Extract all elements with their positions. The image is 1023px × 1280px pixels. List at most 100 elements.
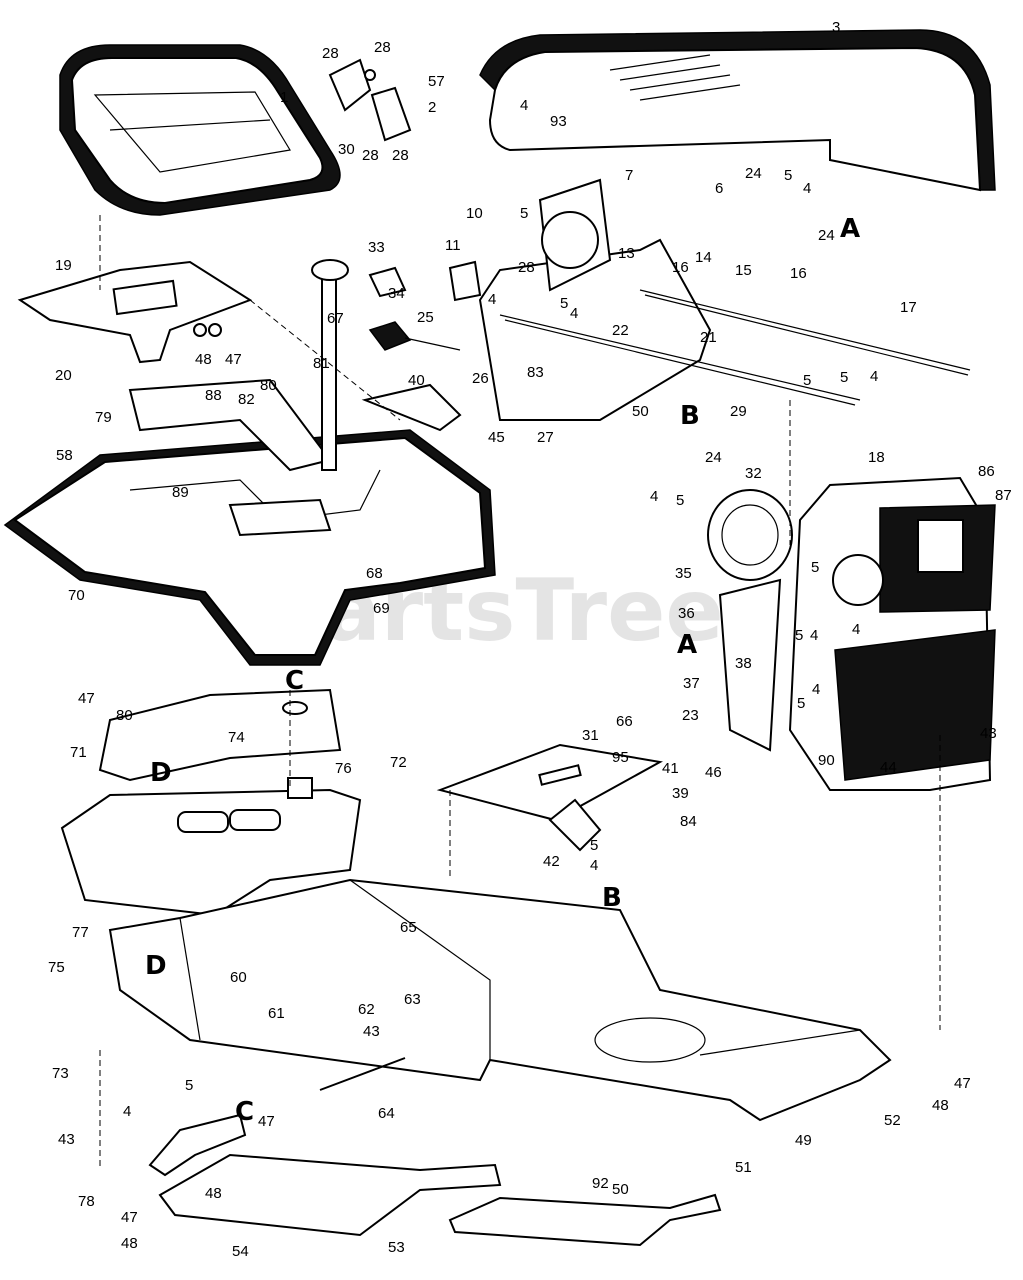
callout-64: 64	[378, 1105, 395, 1122]
callout-81: 81	[313, 355, 330, 372]
callout-16a: 16	[672, 259, 689, 276]
mount-plate-66	[436, 743, 663, 852]
callout-48c: 48	[205, 1185, 222, 1202]
callout-6: 6	[715, 180, 723, 197]
callout-10: 10	[466, 205, 483, 222]
callout-69: 69	[373, 600, 390, 617]
callout-70: 70	[68, 587, 85, 604]
callout-37: 37	[683, 675, 700, 692]
callout-86: 86	[978, 463, 995, 480]
callout-62: 62	[358, 1001, 375, 1018]
callout-39: 39	[672, 785, 689, 802]
callout-42: 42	[543, 853, 560, 870]
callout-40: 40	[408, 372, 425, 389]
callout-2: 2	[428, 99, 436, 116]
callout-31: 31	[582, 727, 599, 744]
callout-18: 18	[868, 449, 885, 466]
callout-47a: 47	[78, 690, 95, 707]
callout-47c: 47	[258, 1113, 275, 1130]
callout-5c: 5	[560, 295, 568, 312]
callout-46: 46	[705, 764, 722, 781]
callout-61: 61	[268, 1005, 285, 1022]
callout-4d: 4	[870, 368, 878, 385]
callout-4c: 4	[570, 305, 578, 322]
callout-26: 26	[472, 370, 489, 387]
callout-48a: 48	[195, 351, 212, 368]
callout-19: 19	[55, 257, 72, 274]
callout-13: 13	[618, 245, 635, 262]
callout-5j: 5	[185, 1077, 193, 1094]
callout-60: 60	[230, 969, 247, 986]
callout-43b: 43	[363, 1023, 380, 1040]
callout-44: 44	[880, 759, 897, 776]
callout-93: 93	[550, 113, 567, 130]
callout-83: 83	[527, 364, 544, 381]
callout-5k: 5	[803, 372, 811, 389]
callout-79: 79	[95, 409, 112, 426]
callout-63: 63	[404, 991, 421, 1008]
callout-75: 75	[48, 959, 65, 976]
callout-74: 74	[228, 729, 245, 746]
front-grille	[707, 476, 996, 791]
callout-71: 71	[70, 744, 87, 761]
callout-11: 11	[445, 237, 461, 254]
callout-28e: 28	[518, 259, 535, 276]
callout-3: 3	[832, 19, 840, 36]
callout-84: 84	[680, 813, 697, 830]
callout-15: 15	[735, 262, 752, 279]
callout-41: 41	[662, 760, 679, 777]
callout-5f: 5	[811, 559, 819, 576]
callout-45: 45	[488, 429, 505, 446]
callout-57: 57	[428, 73, 445, 90]
callout-4g: 4	[810, 627, 818, 644]
callout-89: 89	[172, 484, 189, 501]
callout-68: 68	[366, 565, 383, 582]
callout-53: 53	[388, 1239, 405, 1256]
callout-48b: 48	[932, 1097, 949, 1114]
fuel-tank	[60, 777, 362, 917]
bracket-74	[98, 688, 342, 782]
callout-50a: 50	[632, 403, 649, 420]
callout-48d: 48	[121, 1235, 138, 1252]
callout-4a: 4	[520, 97, 528, 114]
callout-47d: 47	[121, 1209, 138, 1226]
section-letter-c2: C	[235, 1097, 254, 1127]
seat-plate	[17, 260, 253, 364]
callout-4h: 4	[812, 681, 820, 698]
section-letter-a2: A	[677, 630, 697, 660]
callout-5e: 5	[676, 492, 684, 509]
callout-38: 38	[735, 655, 752, 672]
callout-82: 82	[238, 391, 255, 408]
hood	[479, 29, 996, 192]
callout-49: 49	[795, 1132, 812, 1149]
ignition-parts	[368, 260, 482, 351]
callout-28b: 28	[374, 39, 391, 56]
main-frame	[108, 878, 892, 1122]
callout-5b: 5	[784, 167, 792, 184]
callout-5a: 5	[520, 205, 528, 222]
callout-87: 87	[995, 487, 1012, 504]
callout-14: 14	[695, 249, 712, 266]
callout-33: 33	[368, 239, 385, 256]
callout-67: 67	[327, 310, 344, 327]
callout-65: 65	[400, 919, 417, 936]
section-letter-d1: D	[150, 758, 172, 788]
footrest-left	[158, 1153, 502, 1237]
seat-switch-bracket	[328, 58, 412, 142]
callout-23: 23	[682, 707, 699, 724]
callout-5i: 5	[590, 837, 598, 854]
callout-90: 90	[818, 752, 835, 769]
rod-64	[319, 1057, 406, 1091]
callout-24b: 24	[818, 227, 835, 244]
callout-16b: 16	[790, 265, 807, 282]
callout-52: 52	[884, 1112, 901, 1129]
callout-58: 58	[56, 447, 73, 464]
lever-40	[361, 383, 462, 432]
section-letter-b2: B	[602, 883, 622, 913]
callout-77: 77	[72, 924, 89, 941]
callout-21: 21	[700, 329, 717, 346]
callout-50b: 50	[612, 1181, 629, 1198]
callout-32: 32	[745, 465, 762, 482]
callout-28a: 28	[322, 45, 339, 62]
callout-4k: 4	[488, 291, 496, 308]
